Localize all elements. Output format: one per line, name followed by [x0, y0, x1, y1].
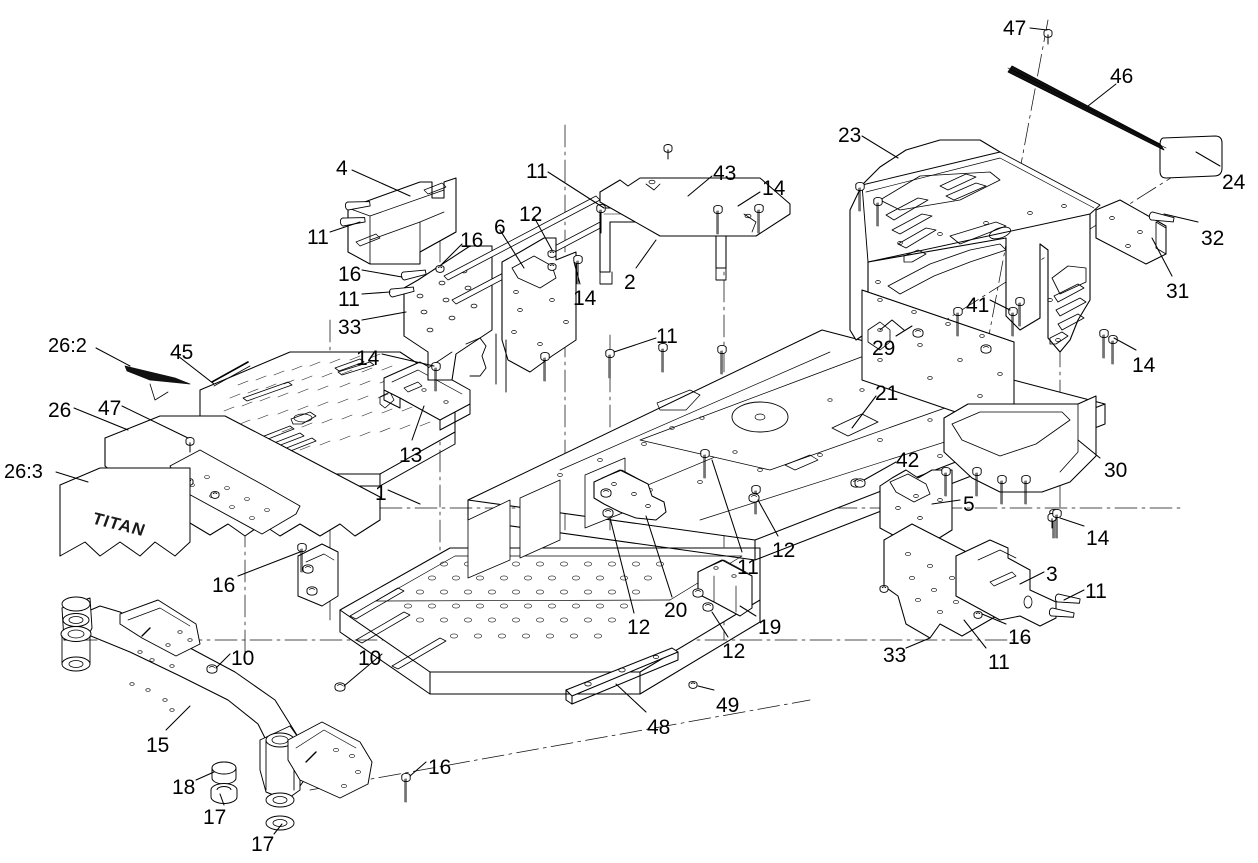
callout-number-26: 26 [48, 399, 72, 422]
callout-number-16: 16 [460, 229, 484, 252]
callout-number-47: 47 [1003, 17, 1027, 40]
callout-number-45: 45 [170, 341, 194, 364]
callout-number-14: 14 [762, 177, 786, 200]
callout-number-31: 31 [1166, 280, 1190, 303]
callout-number-11: 11 [656, 325, 678, 348]
callout-number-32: 32 [1201, 227, 1225, 250]
callout-number-47: 47 [98, 397, 122, 420]
callout-number-26-2: 26:2 [48, 335, 87, 357]
callout-number-5: 5 [963, 493, 975, 516]
callout-number-11: 11 [307, 226, 329, 249]
callout-number-17: 17 [203, 806, 227, 829]
callout-number-41: 41 [966, 294, 990, 317]
callout-number-14: 14 [1086, 527, 1110, 550]
callout-number-6: 6 [494, 216, 506, 239]
callout-number-14: 14 [1132, 354, 1156, 377]
callout-number-46: 46 [1110, 65, 1134, 88]
callout-number-13: 13 [399, 444, 423, 467]
callout-number-30: 30 [1104, 459, 1128, 482]
callout-number-48: 48 [647, 716, 671, 739]
callout-number-16: 16 [1008, 626, 1032, 649]
callout-number-17: 17 [251, 833, 275, 856]
callout-number-43: 43 [713, 162, 737, 185]
callout-number-2: 2 [624, 271, 636, 294]
callout-number-4: 4 [336, 157, 348, 180]
callout-number-21: 21 [875, 382, 899, 405]
callout-number-23: 23 [838, 124, 862, 147]
callout-number-11: 11 [526, 160, 548, 183]
callout-number-18: 18 [172, 776, 196, 799]
callout-number-11: 11 [988, 651, 1010, 674]
callout-number-12: 12 [722, 640, 746, 663]
callout-number-11: 11 [338, 288, 360, 311]
callout-number-11: 11 [737, 556, 759, 579]
callout-number-15: 15 [146, 734, 170, 757]
callout-number-20: 20 [664, 599, 688, 622]
callout-number-12: 12 [772, 539, 796, 562]
callout-number-16: 16 [338, 263, 362, 286]
callout-number-1: 1 [375, 482, 387, 505]
callout-number-12: 12 [627, 616, 651, 639]
callout-number-12: 12 [519, 203, 543, 226]
callout-number-3: 3 [1046, 563, 1058, 586]
callout-number-42: 42 [896, 449, 920, 472]
callout-number-33: 33 [338, 316, 362, 339]
callout-number-33: 33 [883, 644, 907, 667]
callout-number-26-3: 26:3 [4, 461, 43, 483]
callout-number-14: 14 [573, 287, 597, 310]
callout-number-16: 16 [212, 574, 236, 597]
callout-number-24: 24 [1222, 171, 1246, 194]
callout-number-19: 19 [758, 616, 782, 639]
callout-number-29: 29 [872, 337, 896, 360]
callout-number-10: 10 [358, 647, 382, 670]
callout-number-14: 14 [356, 347, 380, 370]
callout-number-16: 16 [428, 756, 452, 779]
callout-number-11: 11 [1085, 580, 1107, 603]
callout-number-49: 49 [716, 694, 740, 717]
callout-number-10: 10 [231, 647, 255, 670]
